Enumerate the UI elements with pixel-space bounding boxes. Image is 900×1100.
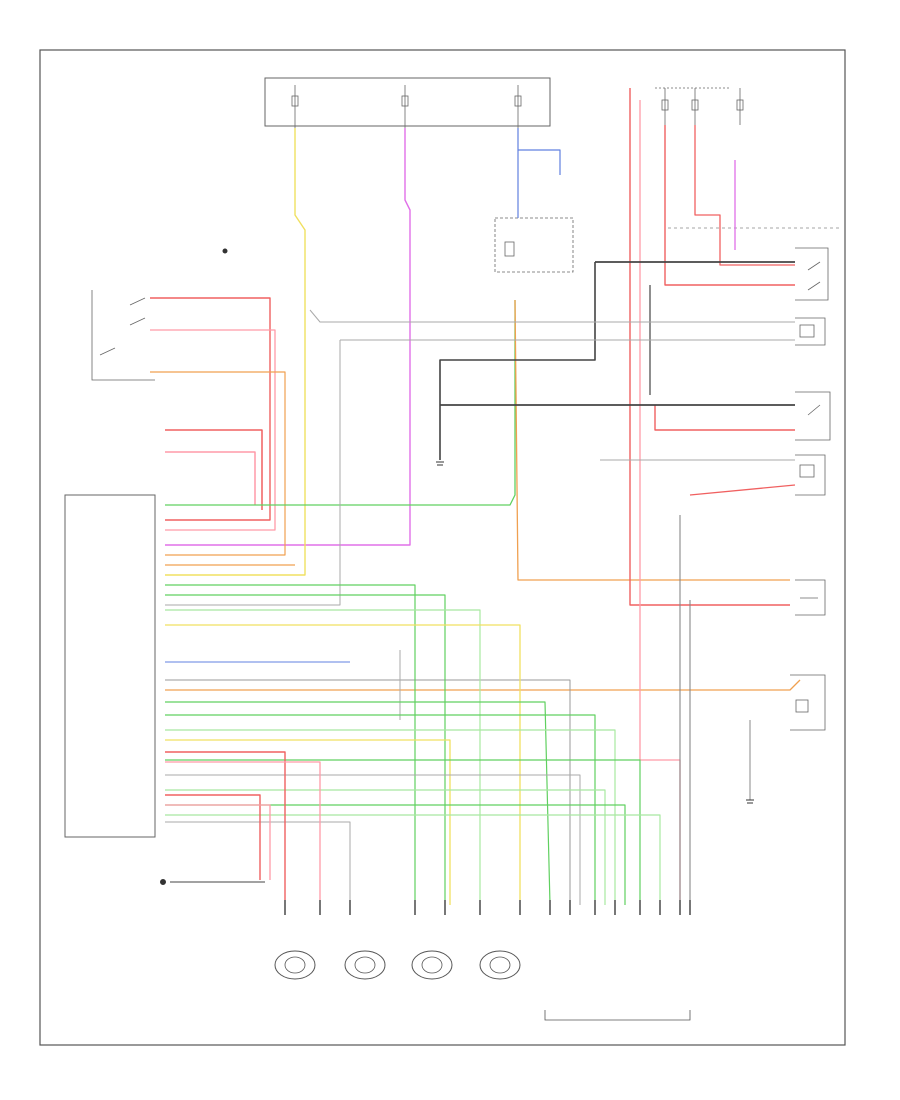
wire-gray-9 (165, 774, 581, 905)
wire-red-6 (654, 405, 795, 431)
ground-icon (160, 879, 166, 885)
wire-gray-2 (309, 309, 795, 323)
wire-orange-4 (165, 679, 801, 691)
wire-yellow-1 (165, 128, 306, 576)
control-switch-block (91, 290, 155, 381)
ground-icon (436, 461, 444, 466)
wire-green-4 (165, 701, 551, 906)
sensor-2 (344, 950, 386, 980)
wire-red-8 (165, 751, 286, 905)
wire-red-1 (150, 297, 271, 521)
wire-red-5 (694, 125, 795, 266)
right-sensor (795, 579, 826, 616)
wire-light-green-1 (165, 609, 481, 905)
right-relay-4 (795, 454, 826, 496)
wire-pink-4 (165, 761, 321, 905)
sensor-1 (274, 950, 316, 980)
wire-orange-3 (514, 299, 790, 581)
wire-orange-1 (150, 371, 286, 556)
wire-red-7 (689, 484, 796, 496)
wire-red-4 (664, 125, 795, 286)
wire-dark-2 (439, 262, 596, 460)
right-switch (790, 674, 826, 731)
sensor-4 (479, 950, 521, 980)
wire-green-6 (165, 759, 641, 905)
center-relay-box (494, 217, 574, 273)
wire-pink-2 (165, 451, 256, 505)
wire-pink-3 (639, 100, 681, 905)
wire-pink-5 (165, 804, 271, 880)
wires (150, 88, 801, 906)
wire-gray-7 (165, 679, 571, 905)
wire-green-2 (165, 584, 416, 905)
wire-pink-1 (150, 329, 276, 531)
wire-red-2 (165, 429, 263, 510)
wire-gray-4 (165, 340, 341, 606)
right-relay-3 (795, 391, 831, 441)
wire-green-1 (165, 300, 516, 506)
ground-icon (222, 248, 228, 254)
fuse-3 (514, 85, 522, 128)
ground-symbols (160, 248, 754, 885)
bottom-connector-bracket (544, 1010, 691, 1021)
right-relay-1 (795, 247, 829, 301)
wire-green-7 (165, 789, 606, 905)
connector-ticks (284, 900, 691, 915)
fuse-box (264, 77, 551, 127)
wire-yellow-2 (165, 624, 521, 905)
fuse-2 (401, 85, 409, 128)
wire-green-3 (165, 594, 446, 905)
wire-yellow-3 (165, 739, 451, 905)
control-module (64, 494, 156, 838)
wheel-speed-sensors (274, 950, 521, 980)
wire-red-9 (165, 794, 261, 880)
right-fuse-group (655, 87, 744, 125)
ground-icon (746, 799, 754, 804)
wire-red-3 (629, 88, 790, 606)
wire-light-green-2 (165, 729, 616, 905)
fuse-1 (291, 85, 299, 128)
fuse-box-group (264, 77, 551, 128)
wire-green-8 (165, 804, 626, 905)
wire-green-9 (165, 814, 661, 905)
right-relay-2 (795, 317, 826, 346)
wire-green-5 (165, 714, 596, 905)
diagram-frame (39, 49, 846, 1046)
wire-gray-10 (165, 821, 351, 905)
wire-magenta (165, 128, 411, 546)
sensor-3 (411, 950, 453, 980)
wire-blue-top (517, 128, 561, 175)
